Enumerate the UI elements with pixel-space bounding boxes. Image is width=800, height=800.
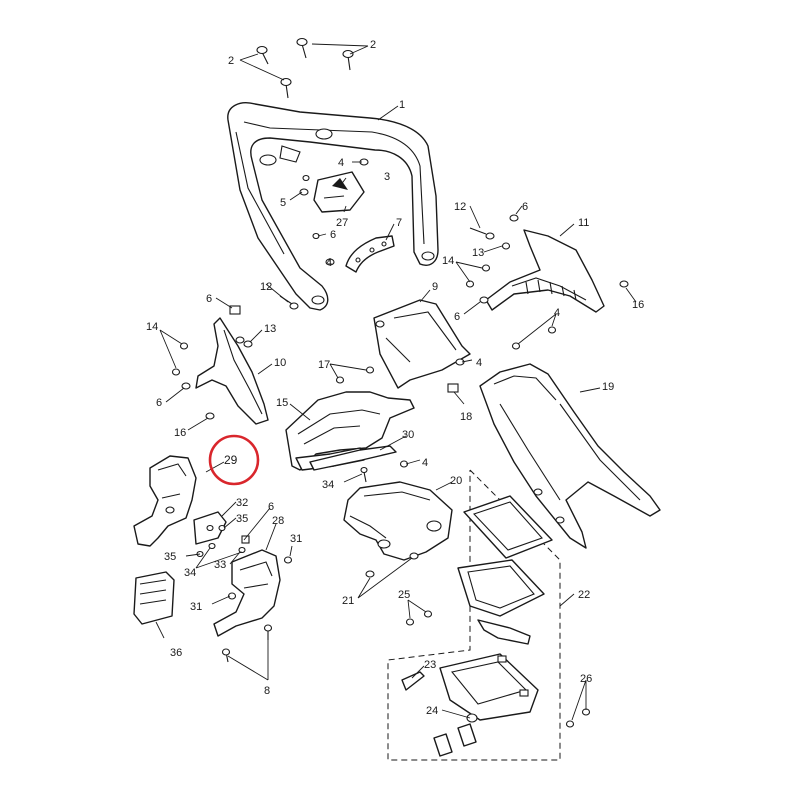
leader-lines [155, 43, 637, 721]
callout-31: 31 [290, 533, 302, 545]
callout-10: 10 [274, 357, 286, 369]
callout-16: 16 [174, 427, 186, 439]
part-23-under-tray [401, 653, 539, 721]
callout-13: 13 [472, 247, 484, 259]
callout-33: 33 [214, 559, 226, 571]
callout-15: 15 [276, 397, 288, 409]
callout-32: 32 [236, 497, 248, 509]
callout-19: 19 [602, 381, 614, 393]
part-28-housing [213, 549, 281, 637]
callout-31: 31 [190, 601, 202, 613]
callout-34: 34 [184, 567, 196, 579]
callout-26: 26 [580, 673, 592, 685]
callout-11: 11 [578, 217, 589, 229]
callout-3: 3 [384, 171, 390, 183]
callout-7: 7 [396, 217, 402, 229]
part-22-storage-tray [387, 469, 561, 761]
callout-12: 12 [260, 281, 272, 293]
part-30-strip [309, 445, 397, 471]
highlight-circle [208, 434, 260, 486]
callout-28: 28 [272, 515, 284, 527]
highlighted-callout-29: 29 [208, 434, 260, 486]
callout-4: 4 [326, 257, 332, 269]
callout-6: 6 [454, 311, 460, 323]
callout-22: 22 [578, 589, 590, 601]
callout-34: 34 [322, 479, 334, 491]
callout-6: 6 [268, 501, 274, 513]
callout-21: 21 [342, 595, 354, 607]
callout-27: 27 [336, 217, 348, 229]
callout-6: 6 [156, 397, 162, 409]
callout-9: 9 [432, 281, 438, 293]
callout-35: 35 [236, 513, 248, 525]
callout-24: 24 [426, 705, 438, 717]
callout-6: 6 [330, 229, 336, 241]
part-7-bracket [345, 235, 395, 273]
callout-12: 12 [454, 201, 466, 213]
callout-4: 4 [476, 357, 482, 369]
part-10-side-panel [195, 317, 269, 425]
part-9-cover [373, 299, 471, 389]
part-11-side-panel [485, 229, 605, 313]
callout-8: 8 [264, 685, 270, 697]
part-24-clips [433, 713, 478, 757]
part-20-shield [343, 481, 453, 561]
part-36-control-unit [133, 571, 175, 625]
callout-16: 16 [632, 299, 644, 311]
callout-18: 18 [460, 411, 472, 423]
callout-4: 4 [338, 157, 344, 169]
callout-13: 13 [264, 323, 276, 335]
callout-30: 30 [402, 429, 414, 441]
callout-5: 5 [280, 197, 286, 209]
callout-labels: 1 2 2 3 4 4 4 4 4 5 6 6 6 6 6 6 7 8 9 10… [146, 39, 644, 717]
callout-14: 14 [442, 255, 454, 267]
callout-4: 4 [554, 307, 560, 319]
callout-29: 29 [224, 453, 238, 467]
callout-17: 17 [318, 359, 330, 371]
part-3-label-plate [313, 171, 365, 213]
callout-14: 14 [146, 321, 158, 333]
callout-20: 20 [450, 475, 462, 487]
callout-1: 1 [399, 99, 405, 111]
part-29-bracket [133, 455, 197, 547]
callout-25: 25 [398, 589, 410, 601]
callout-4: 4 [422, 457, 428, 469]
part-1-grab-rail [227, 102, 439, 311]
callout-23: 23 [424, 659, 436, 671]
callout-36: 36 [170, 647, 182, 659]
callout-6: 6 [206, 293, 212, 305]
callout-35: 35 [164, 551, 176, 563]
callout-2: 2 [370, 39, 376, 51]
callout-6: 6 [522, 201, 528, 213]
callout-2: 2 [228, 55, 234, 67]
part-19-mudguard [479, 363, 661, 549]
fasteners [171, 37, 629, 728]
